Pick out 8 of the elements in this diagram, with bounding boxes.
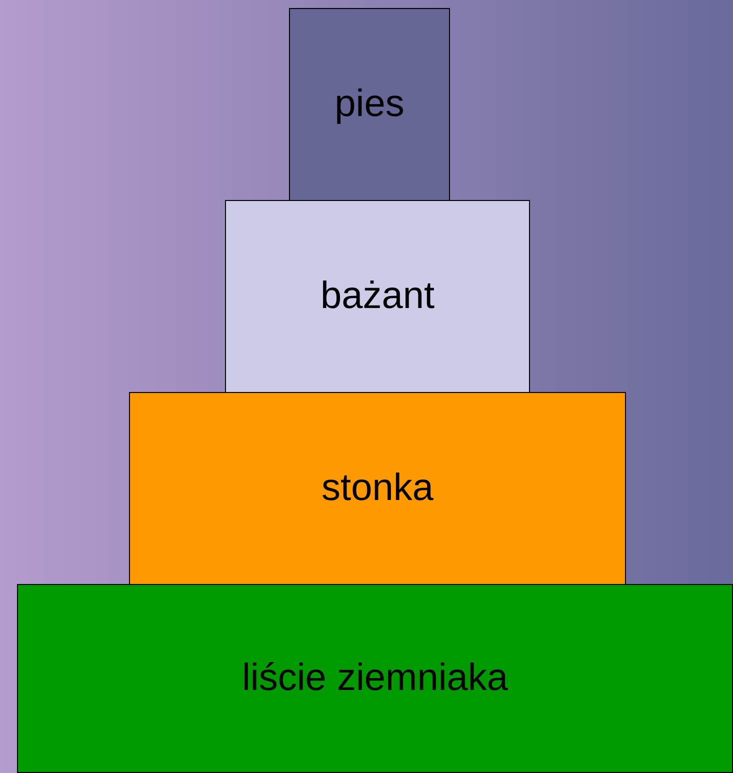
pyramid-level [225,200,530,393]
level-label: pies [334,82,404,127]
pyramid-level [129,392,626,585]
level-label: bażant [320,274,435,319]
pyramid-level [17,584,733,773]
level-label: liście ziemniaka [242,656,508,701]
level-label: stonka [322,466,434,511]
pyramid-level [289,8,450,201]
